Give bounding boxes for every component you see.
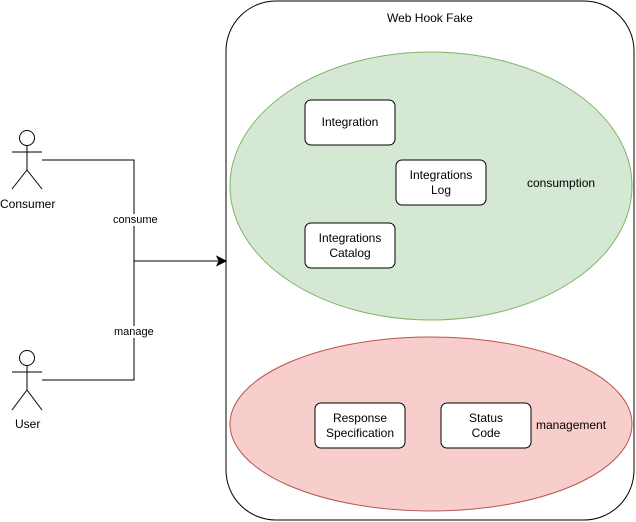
manage-connector bbox=[42, 261, 135, 381]
usecase-integrations-log-box bbox=[395, 159, 487, 206]
manage-edge-label: manage bbox=[113, 326, 155, 338]
consume-edge-label: consume bbox=[112, 214, 159, 226]
management-group-label: management bbox=[536, 418, 607, 432]
user-actor-label: User bbox=[15, 417, 41, 431]
consume-connector bbox=[42, 159, 135, 261]
management-ellipse bbox=[229, 336, 633, 512]
usecase-integration-box bbox=[304, 99, 396, 146]
system-arrowhead bbox=[215, 255, 228, 267]
usecase-response-specification-box bbox=[314, 402, 406, 449]
user-actor-figure bbox=[11, 350, 43, 411]
usecase-integrations-log: Integrations Log bbox=[409, 167, 473, 197]
usecase-response-specification: Response Specification bbox=[325, 410, 395, 440]
usecase-integrations-catalog-box bbox=[304, 222, 396, 269]
usecase-status-code-box bbox=[440, 402, 532, 449]
usecase-integrations-catalog: Integrations Catalog bbox=[318, 230, 382, 260]
consumer-actor-figure bbox=[11, 130, 43, 190]
consumer-actor-label: Consumer bbox=[0, 197, 56, 211]
system-title: Web Hook Fake bbox=[387, 11, 473, 25]
usecase-status-code: Status Code bbox=[468, 410, 504, 440]
consumption-group-label: consumption bbox=[527, 176, 596, 190]
usecase-integration: Integration bbox=[321, 115, 379, 129]
